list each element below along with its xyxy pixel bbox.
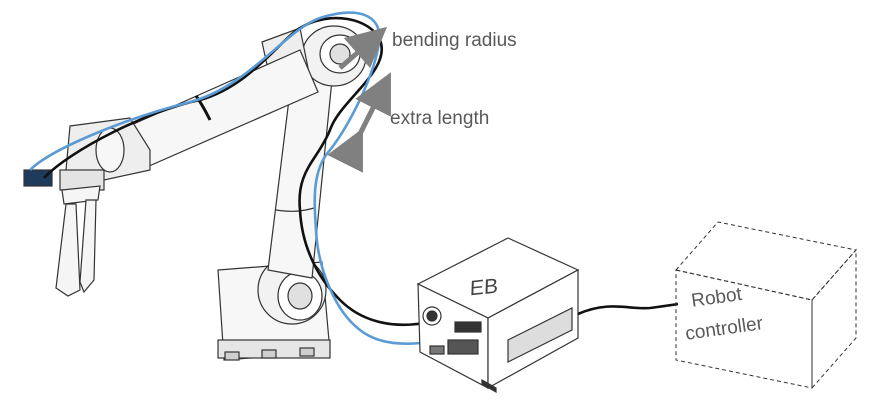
extra-length-label: extra length — [390, 108, 490, 129]
controller-cable — [577, 302, 679, 316]
bending-radius-arrow — [338, 26, 388, 70]
bending-radius-label: bending radius — [392, 30, 517, 51]
gripper — [23, 169, 101, 297]
robot-controller-box — [675, 221, 857, 390]
wrist-joints — [59, 117, 151, 191]
eb-label: EB — [469, 274, 499, 301]
extra-length-arrow — [327, 72, 391, 173]
eb-box — [416, 237, 580, 394]
